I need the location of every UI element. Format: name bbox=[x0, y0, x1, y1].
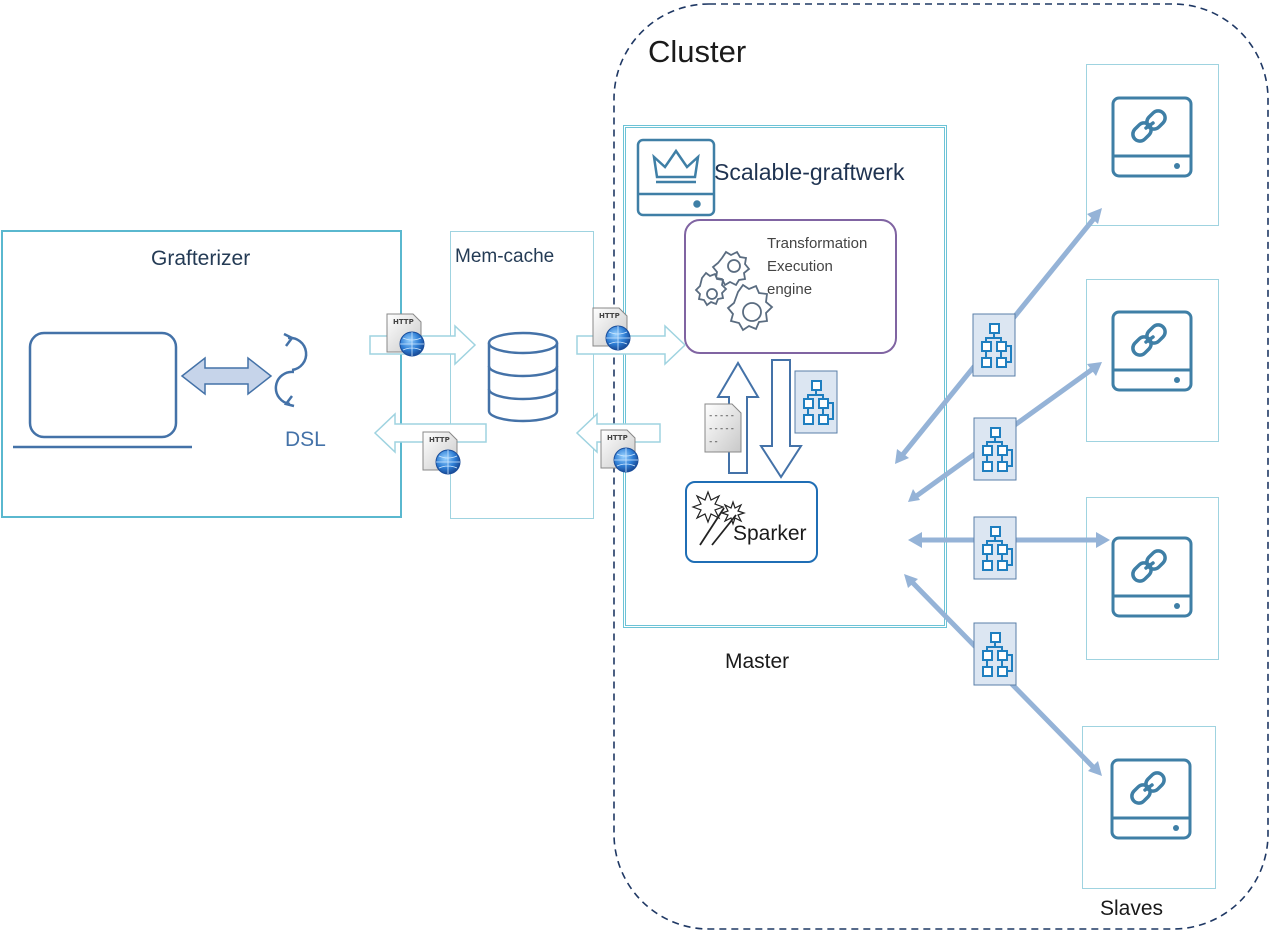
dsl-cycle-icon bbox=[274, 332, 308, 408]
doc-line-2: ----- bbox=[708, 424, 735, 434]
doc-line-1: ----- bbox=[708, 411, 735, 421]
dsl-label: DSL bbox=[285, 428, 326, 451]
engine-box bbox=[684, 219, 897, 354]
memcache-box bbox=[450, 231, 594, 519]
master-label: Master bbox=[725, 650, 790, 673]
hierarchy-icon bbox=[794, 370, 838, 434]
magic-wand-icon bbox=[691, 490, 746, 546]
http-arrow-right-2 bbox=[576, 324, 687, 366]
down-arrow bbox=[759, 359, 803, 479]
link-server-icon bbox=[1111, 536, 1193, 618]
laptop-icon bbox=[13, 331, 192, 449]
link-server-icon bbox=[1110, 758, 1192, 840]
laptop-dsl-arrow bbox=[180, 356, 273, 396]
slave-box-3 bbox=[1086, 497, 1219, 660]
database-icon bbox=[487, 331, 559, 423]
engine-label-line2: Execution bbox=[767, 258, 833, 275]
engine-label-line1: Transformation bbox=[767, 235, 868, 252]
slave-box-1 bbox=[1086, 64, 1219, 226]
slaves-label: Slaves bbox=[1100, 897, 1164, 920]
doc-line-3: -- bbox=[708, 437, 719, 447]
link-server-icon bbox=[1111, 96, 1193, 178]
document-icon: ----- ----- -- bbox=[704, 403, 742, 453]
hierarchy-icon bbox=[973, 417, 1017, 481]
slave-box-2 bbox=[1086, 279, 1219, 442]
crown-server-icon bbox=[636, 138, 716, 217]
link-server-icon bbox=[1111, 310, 1193, 392]
hierarchy-icon bbox=[972, 313, 1016, 377]
slave-arrows bbox=[895, 208, 1110, 776]
cluster-title: Cluster bbox=[648, 34, 747, 69]
gears-icon bbox=[694, 250, 774, 332]
http-globe-icon bbox=[600, 429, 639, 473]
http-globe-icon bbox=[592, 307, 631, 351]
hierarchy-icon bbox=[973, 622, 1017, 686]
memcache-title: Mem-cache bbox=[455, 246, 555, 267]
http-globe-icon bbox=[386, 313, 425, 357]
grafterizer-box bbox=[1, 230, 402, 518]
grafterizer-title: Grafterizer bbox=[151, 247, 251, 270]
http-globe-icon bbox=[422, 431, 461, 475]
master-box bbox=[623, 125, 947, 628]
slave-box-4 bbox=[1082, 726, 1216, 889]
engine-label-line3: engine bbox=[767, 281, 813, 298]
hierarchy-icon bbox=[973, 516, 1017, 580]
sparker-label: Sparker bbox=[733, 522, 807, 545]
scalable-graftwerk-title: Scalable-graftwerk bbox=[714, 159, 905, 185]
